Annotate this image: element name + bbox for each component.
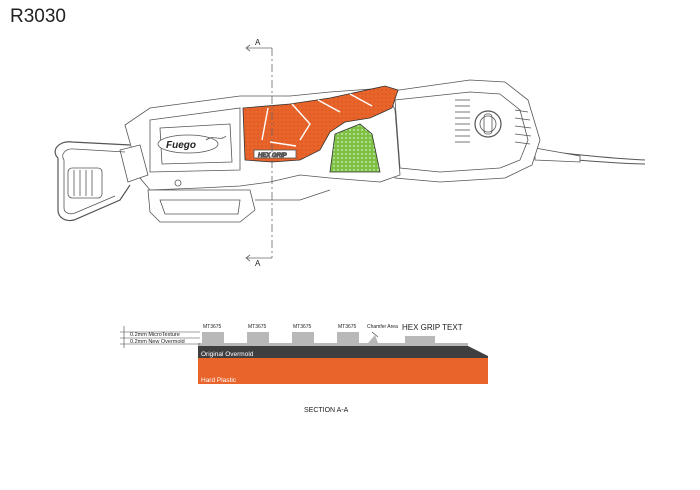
dim-overmold: 0.2mm New Overmold	[130, 339, 185, 345]
layer-hard-plastic	[198, 358, 488, 384]
texture-label-3: MT3675	[293, 324, 312, 330]
texture-label-2: MT3675	[248, 324, 267, 330]
section-diagram	[120, 326, 488, 384]
speed-dial-icon	[474, 110, 502, 138]
brand-emblem	[157, 134, 219, 154]
tool-illustration: HEX GRIP Fuego	[54, 79, 646, 223]
layer-hard-label: Hard Plastic	[201, 377, 237, 384]
chamfer-label: Chamfer Area	[367, 324, 398, 330]
dim-microtexture: 0.2mm MicroTexture	[130, 332, 180, 338]
dimension-lines	[120, 326, 379, 348]
grip-orange	[242, 85, 399, 163]
texture-label-4: MT3675	[338, 324, 357, 330]
texture-label-1: MT3675	[203, 324, 222, 330]
section-cut-line	[245, 44, 273, 262]
motor-housing	[384, 79, 541, 183]
product-title: R3030	[10, 6, 66, 27]
grip-text: HEX GRIP	[258, 153, 288, 159]
layer-original-overmold	[198, 346, 488, 358]
section-marker-top: A	[255, 38, 261, 47]
tool-nose	[119, 144, 149, 183]
hex-grip-label: HEX GRIP TEXT	[402, 323, 463, 332]
layer-original-label: Original Overmold	[201, 351, 254, 358]
grip-green	[329, 123, 381, 173]
brand-text: Fuego	[166, 140, 196, 151]
front-guard	[54, 141, 131, 222]
section-caption: SECTION A-A	[304, 407, 349, 414]
section-marker-bottom: A	[255, 259, 261, 268]
vent-slots	[455, 99, 532, 145]
texture-bumps	[198, 332, 468, 346]
